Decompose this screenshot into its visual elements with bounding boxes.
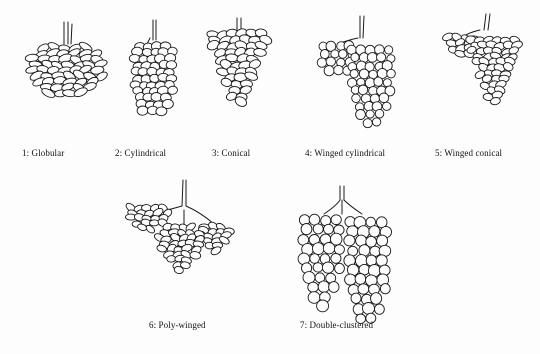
winged-conical-cluster-drawing: [441, 14, 523, 106]
poly-winged-cluster-drawing: [125, 180, 235, 275]
caption-globular: 1: Globular: [22, 148, 64, 158]
caption-cylindrical: 2: Cylindrical: [115, 148, 166, 158]
conical-cluster-drawing: [206, 18, 273, 108]
caption-winged-conical: 5: Winged conical: [435, 148, 502, 158]
caption-conical: 3: Conical: [212, 148, 250, 158]
cylindrical-cluster-drawing: [129, 20, 178, 116]
globular-cluster-drawing: [25, 22, 109, 99]
caption-double-clustered: 7: Double-clustered: [300, 320, 373, 330]
caption-winged-cylindrical: 4: Winged cylindrical: [305, 148, 385, 158]
caption-poly-winged: 6: Poly-winged: [149, 320, 206, 330]
winged-cylindrical-cluster-drawing: [317, 16, 395, 128]
double-clustered-cluster-drawing: [298, 186, 392, 323]
